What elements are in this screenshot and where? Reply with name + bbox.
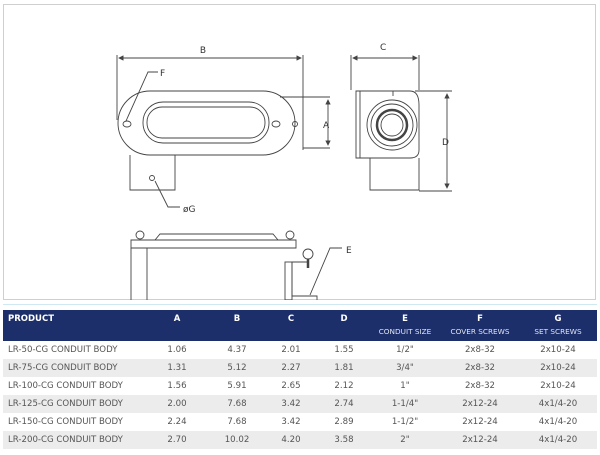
- cell-a: 2.24: [167, 417, 187, 427]
- header-a: A: [173, 314, 181, 324]
- cell-c: 2.65: [281, 381, 301, 391]
- cell-b: 5.12: [227, 363, 247, 373]
- header-c: C: [287, 314, 295, 324]
- cell-b: 10.02: [224, 435, 250, 445]
- cell-f: 2x12-24: [462, 435, 498, 445]
- cell-g: 2x10-24: [540, 363, 576, 373]
- top-view: [116, 55, 331, 208]
- divider: [3, 304, 597, 305]
- cell-c: 4.20: [281, 435, 301, 445]
- cell-a: 1.06: [167, 345, 187, 355]
- cell-c: 3.42: [281, 399, 301, 409]
- dim-label-f: F: [160, 69, 165, 79]
- cell-e: 2": [400, 435, 410, 445]
- cell-b: 4.37: [227, 345, 247, 355]
- cell-g: 4x1/4-20: [538, 399, 578, 409]
- cell-product: LR-125-CG CONDUIT BODY: [8, 399, 123, 409]
- cell-f: 2x12-24: [462, 417, 498, 427]
- cell-d: 1.55: [334, 345, 354, 355]
- table-row: LR-100-CG CONDUIT BODY 1.56 5.91 2.65 2.12 1"…: [3, 377, 597, 395]
- cell-product: LR-75-CG CONDUIT BODY: [8, 363, 118, 373]
- cell-b: 5.91: [227, 381, 247, 391]
- table-row: LR-125-CG CONDUIT BODY 2.00 7.68 3.42 2.74 1-…: [3, 395, 597, 413]
- cell-a: 1.56: [167, 381, 187, 391]
- cell-a: 2.00: [167, 399, 187, 409]
- cell-e: 1-1/2": [391, 417, 419, 427]
- cell-d: 2.74: [334, 399, 354, 409]
- drawing-frame: [3, 4, 596, 300]
- cell-product: LR-100-CG CONDUIT BODY: [8, 381, 123, 391]
- technical-drawing: B F A øG C D E: [116, 43, 452, 300]
- cell-g: 2x10-24: [540, 381, 576, 391]
- dim-label-c: C: [380, 43, 386, 53]
- cell-product: LR-50-CG CONDUIT BODY: [8, 345, 118, 355]
- front-view: [130, 230, 342, 300]
- cell-d: 2.12: [334, 381, 354, 391]
- header-b: B: [233, 314, 241, 324]
- cell-d: 3.58: [334, 435, 354, 445]
- cell-d: 2.89: [334, 417, 354, 427]
- cell-g: 4x1/4-20: [538, 417, 578, 427]
- cell-f: 2x8-32: [464, 381, 496, 391]
- cell-product: LR-150-CG CONDUIT BODY: [8, 417, 123, 427]
- cell-e: 1": [400, 381, 410, 391]
- cell-e: 1-1/4": [391, 399, 419, 409]
- cell-a: 1.31: [167, 363, 187, 373]
- cell-b: 7.68: [227, 399, 247, 409]
- dim-label-b: B: [200, 46, 206, 56]
- cell-e: 3/4": [396, 363, 414, 373]
- side-view: [350, 55, 452, 192]
- dim-label-a: A: [323, 121, 330, 131]
- dim-label-d: D: [442, 138, 449, 148]
- cell-product: LR-200-CG CONDUIT BODY: [8, 435, 123, 445]
- cell-b: 7.68: [227, 417, 247, 427]
- cell-g: 4x1/4-20: [538, 435, 578, 445]
- cell-d: 1.81: [334, 363, 354, 373]
- dim-label-e: E: [346, 246, 352, 256]
- header-product: PRODUCT: [8, 314, 54, 324]
- cell-e: 1/2": [396, 345, 414, 355]
- header-d: D: [340, 314, 348, 324]
- table-row: LR-150-CG CONDUIT BODY 2.24 7.68 3.42 2.89 1-…: [3, 413, 597, 431]
- cell-c: 3.42: [281, 417, 301, 427]
- table-row: LR-200-CG CONDUIT BODY 2.70 10.02 4.20 3.58 2…: [3, 431, 597, 449]
- table-row: LR-50-CG CONDUIT BODY 1.06 4.37 2.01 1.55 1/2…: [3, 341, 597, 359]
- cell-c: 2.01: [281, 345, 301, 355]
- cell-a: 2.70: [167, 435, 187, 445]
- cell-f: 2x8-32: [464, 345, 496, 355]
- cell-c: 2.27: [281, 363, 301, 373]
- cell-f: 2x8-32: [464, 363, 496, 373]
- cell-g: 2x10-24: [540, 345, 576, 355]
- dim-label-g: øG: [183, 205, 196, 215]
- table-row: LR-75-CG CONDUIT BODY 1.31 5.12 2.27 1.81 3/4…: [3, 359, 597, 377]
- cell-f: 2x12-24: [462, 399, 498, 409]
